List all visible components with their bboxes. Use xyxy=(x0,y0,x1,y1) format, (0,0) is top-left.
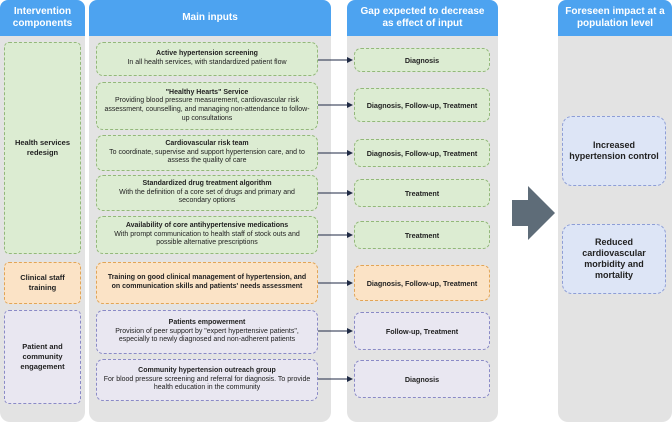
gap-header: Gap expected to decrease as effect of in… xyxy=(347,0,498,36)
impact-reduced-morbidity: Reduced cardiovascular morbidity and mor… xyxy=(562,224,666,294)
input-drug-algorithm: Standardized drug treatment algorithm Wi… xyxy=(96,175,318,211)
gap-follow-treat: Follow-up, Treatment xyxy=(354,312,490,350)
gap-diag-follow-treat-2: Diagnosis, Follow-up, Treatment xyxy=(354,139,490,167)
input-patients-empowerment: Patients empowerment Provision of peer s… xyxy=(96,310,318,354)
input-title: Training on good clinical management of … xyxy=(107,274,307,290)
big-arrow xyxy=(512,186,555,240)
component-patient-community-engagement: Patient and community engagement xyxy=(4,310,81,404)
gap-diag-follow-treat-1: Diagnosis, Follow-up, Treatment xyxy=(354,88,490,122)
input-core-medications: Availability of core antihypertensive me… xyxy=(96,216,318,254)
input-title: Community hypertension outreach group xyxy=(138,366,276,374)
input-risk-team: Cardiovascular risk team To coordinate, … xyxy=(96,135,318,171)
input-desc: In all health services, with standardize… xyxy=(127,59,287,66)
input-title: Availability of core antihypertensive me… xyxy=(125,221,289,229)
input-title: Patients empowerment xyxy=(168,318,246,326)
input-community-outreach: Community hypertension outreach group Fo… xyxy=(96,359,318,401)
gap-diagnosis-2: Diagnosis xyxy=(354,360,490,398)
input-title: "Healthy Hearts" Service xyxy=(165,88,249,96)
gap-treatment-2: Treatment xyxy=(354,221,490,249)
input-active-screening: Active hypertension screening In all hea… xyxy=(96,42,318,76)
impact-increased-control: Increased hypertension control xyxy=(562,116,666,186)
inputs-header: Main inputs xyxy=(89,0,331,36)
input-title: Active hypertension screening xyxy=(156,50,258,58)
component-health-services-redesign: Health services redesign xyxy=(4,42,81,254)
gap-diag-follow-treat-3: Diagnosis, Follow-up, Treatment xyxy=(354,265,490,301)
input-desc: With prompt communication to health staf… xyxy=(114,230,300,247)
gap-treatment-1: Treatment xyxy=(354,179,490,207)
input-desc: Provision of peer support by "expert hyp… xyxy=(115,327,299,344)
components-header: Intervention components xyxy=(0,0,85,36)
input-desc: For blood pressure screening and referra… xyxy=(103,375,311,392)
input-title: Cardiovascular risk team xyxy=(165,139,249,147)
impact-column: Foreseen impact at a population level xyxy=(558,0,672,422)
impact-header: Foreseen impact at a population level xyxy=(558,0,672,36)
input-title: Standardized drug treatment algorithm xyxy=(142,179,272,187)
component-clinical-staff-training: Clinical staff training xyxy=(4,262,81,304)
gap-diagnosis-1: Diagnosis xyxy=(354,48,490,72)
input-desc: Providing blood pressure measurement, ca… xyxy=(104,97,310,122)
input-desc: With the definition of a core set of dru… xyxy=(119,188,295,205)
input-healthy-hearts: "Healthy Hearts" Service Providing blood… xyxy=(96,82,318,130)
input-desc: To coordinate, supervise and support hyp… xyxy=(109,148,305,165)
input-clinical-training: Training on good clinical management of … xyxy=(96,262,318,304)
